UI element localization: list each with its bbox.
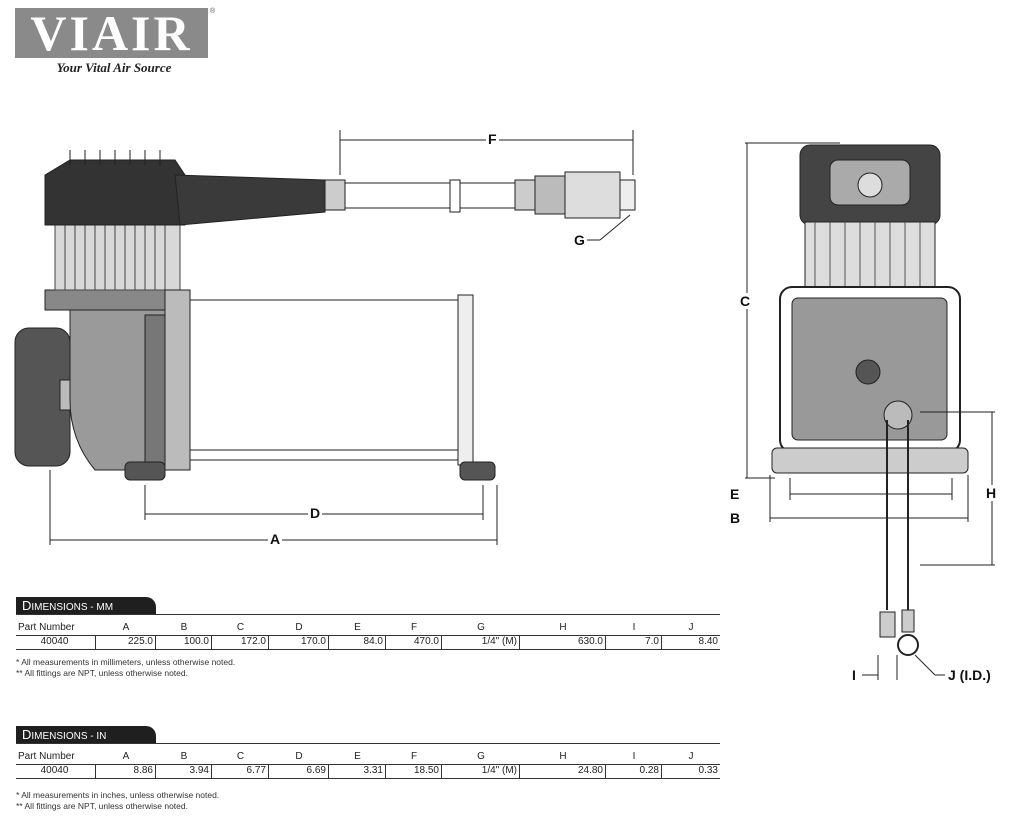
footnote: * All measurements in millimeters, unles…	[16, 657, 236, 667]
dimension-label-e: E	[728, 486, 742, 502]
rubber-foot	[124, 461, 166, 481]
header-cell: Part Number	[18, 751, 75, 762]
side-view	[14, 130, 636, 545]
dimension-label-b: B	[728, 510, 743, 526]
cell: 0.28	[606, 765, 662, 778]
cell: 3.31	[329, 765, 386, 778]
mount-bracket-left	[164, 289, 191, 471]
cell: 40040	[16, 765, 96, 778]
header-cell: I	[632, 751, 636, 762]
header-cell: D	[295, 622, 303, 633]
dimension-label-a: A	[268, 531, 283, 547]
header-cell: E	[354, 622, 361, 633]
header-cell: G	[477, 622, 485, 633]
compressor-drawing	[14, 130, 995, 680]
header-cell: I	[632, 622, 636, 633]
footnote: ** All fittings are NPT, unless otherwis…	[16, 801, 188, 811]
end-view	[745, 142, 995, 680]
cell: 7.0	[606, 636, 662, 649]
mount-bracket-right	[457, 294, 474, 466]
dimension-label-d: D	[308, 505, 323, 521]
cell: 170.0	[269, 636, 329, 649]
rubber-foot	[459, 461, 496, 481]
header-cell: C	[236, 751, 245, 762]
spade-terminal	[879, 611, 896, 638]
table-title: DIMENSIONS - IN	[16, 726, 156, 743]
dimension-label-g: G	[572, 232, 587, 248]
cell: 84.0	[329, 636, 386, 649]
dimension-label-i: I	[850, 667, 858, 683]
header-cell: G	[477, 751, 485, 762]
leader-hose-sleeve	[174, 174, 326, 226]
header-cell: B	[180, 622, 188, 633]
table-title: DIMENSIONS - MM	[16, 597, 156, 614]
cylinder-fins	[54, 224, 181, 291]
dimension-label-f-text: F	[486, 131, 499, 147]
header-cell: Part Number	[18, 622, 75, 633]
header-cell: A	[122, 751, 130, 762]
logo-tagline: Your Vital Air Source	[56, 60, 172, 75]
header-cell: D	[295, 751, 303, 762]
cell: 1/4" (M)	[442, 636, 520, 649]
dimension-label-h: H	[984, 485, 999, 501]
table-header-row: Part Number A B C D E F G H I J	[16, 751, 720, 764]
dimension-label-j: J (I.D.)	[946, 667, 993, 683]
cell: 630.0	[520, 636, 606, 649]
cell: 172.0	[212, 636, 269, 649]
header-cell: H	[559, 622, 567, 633]
header-cell: A	[122, 622, 130, 633]
footnote: * All measurements in inches, unless oth…	[16, 790, 220, 800]
table-row: 40040 225.0 100.0 172.0 170.0 84.0 470.0…	[16, 635, 720, 650]
cell: 40040	[16, 636, 96, 649]
ring-terminal	[897, 634, 919, 656]
viair-logo: VIAIR ® Your Vital Air Source	[15, 8, 215, 76]
cell: 100.0	[156, 636, 212, 649]
header-cell: E	[354, 751, 361, 762]
end-feet	[771, 447, 969, 474]
cell: 1/4" (M)	[442, 765, 520, 778]
cell: 225.0	[96, 636, 156, 649]
cell: 6.69	[269, 765, 329, 778]
cell: 3.94	[156, 765, 212, 778]
header-cell: J	[688, 751, 694, 762]
header-cell: J	[688, 622, 694, 633]
cell: 8.40	[698, 636, 718, 647]
cell: 470.0	[386, 636, 442, 649]
cell: 0.33	[698, 765, 718, 776]
dimension-label-c: C	[738, 293, 753, 309]
header-cell: C	[236, 622, 245, 633]
header-cell: B	[180, 751, 188, 762]
header-cell: F	[410, 622, 418, 633]
table-row: 40040 8.86 3.94 6.77 6.69 3.31 18.50 1/4…	[16, 764, 720, 779]
logo-wordmark: VIAIR	[15, 8, 208, 58]
cell: 6.77	[212, 765, 269, 778]
air-fitting	[564, 171, 621, 219]
motor-body	[189, 299, 461, 461]
registered-mark: ®	[210, 8, 216, 15]
table-header-row: Part Number A B C D E F G H I J	[16, 622, 720, 635]
footnote: ** All fittings are NPT, unless otherwis…	[16, 668, 188, 678]
cell: 8.86	[96, 765, 156, 778]
cell: 18.50	[386, 765, 442, 778]
cylinder-head	[44, 159, 186, 226]
header-cell: F	[410, 751, 418, 762]
header-cell: H	[559, 751, 567, 762]
cell: 24.80	[520, 765, 606, 778]
